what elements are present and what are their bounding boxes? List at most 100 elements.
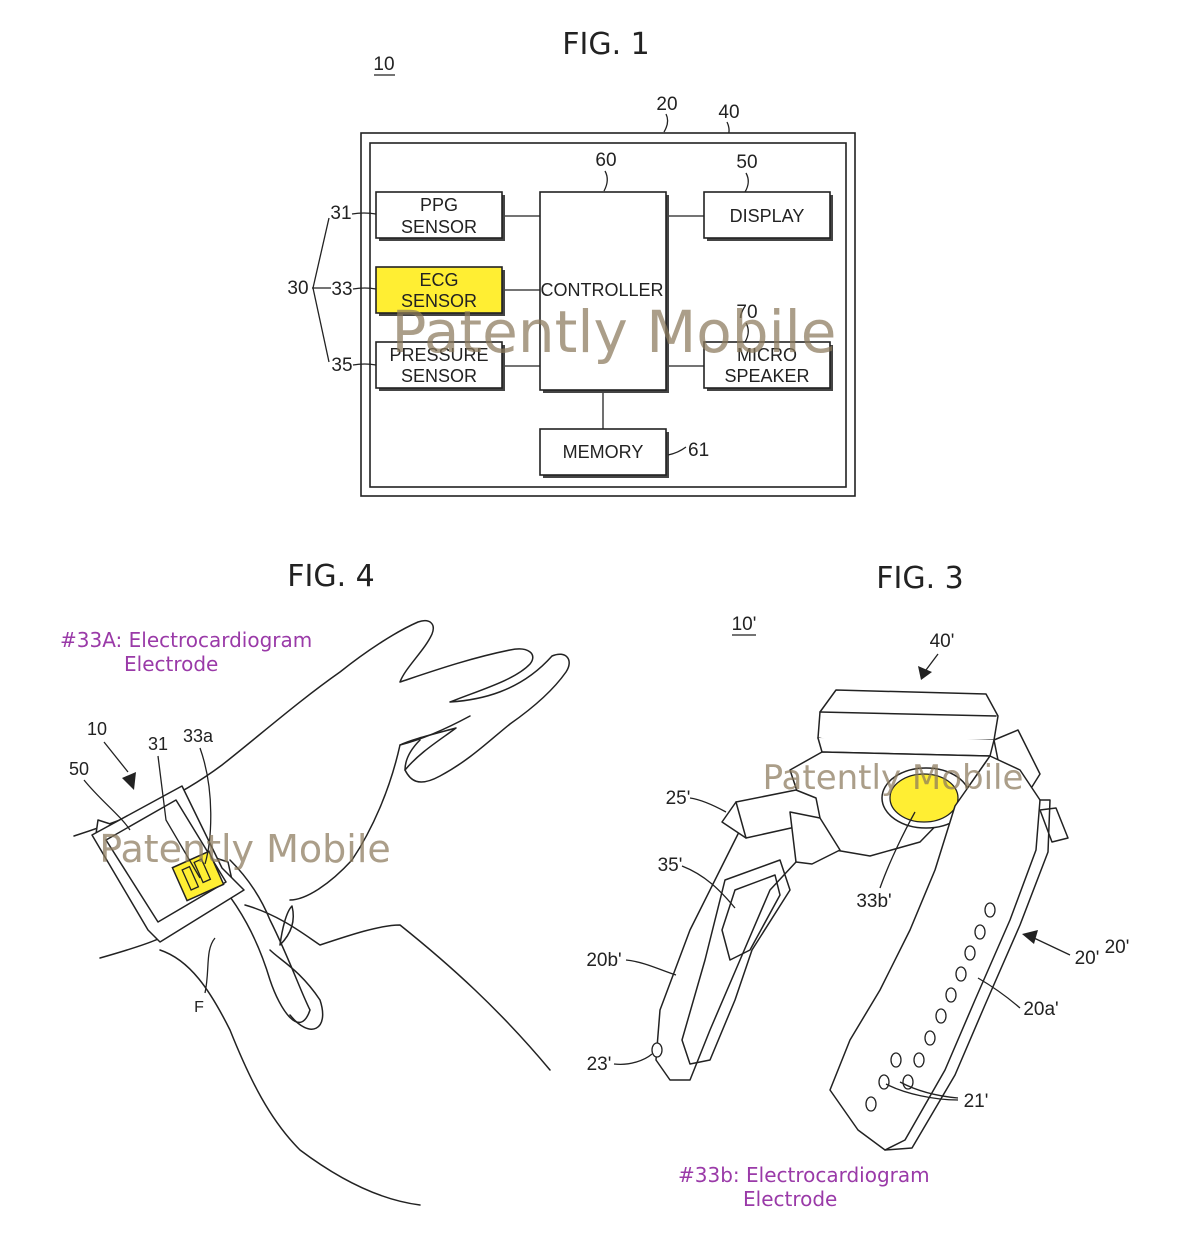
- housing-clip-lower: [1039, 807, 1069, 843]
- ref-leader: [603, 170, 608, 192]
- fig1-ref-display: 50: [736, 152, 757, 173]
- fig3-ref-hook: 25': [666, 788, 691, 809]
- fig3-ref-pin: 23': [587, 1054, 612, 1075]
- ref-leader: [204, 937, 216, 994]
- strap-hole: [984, 902, 996, 918]
- fig4-ref-electrode: 33a: [183, 726, 214, 746]
- hook-inner: [735, 801, 747, 839]
- fig1-block-diagram: FIG. 1 10 20 40 PPG SENSOR ECG SENSOR PR…: [287, 27, 856, 497]
- controller-block: [539, 191, 667, 391]
- strap-hole: [913, 1052, 925, 1068]
- watermark: Patently Mobile: [392, 298, 837, 366]
- ppg-sensor-block: [375, 191, 503, 239]
- strap-hole: [865, 1096, 877, 1112]
- lower-arm-outline: [159, 949, 421, 1206]
- fig4-ref-ppg: 31: [148, 734, 168, 754]
- strap-hole: [974, 924, 986, 940]
- fig4-note-line2: Electrode: [124, 652, 218, 676]
- index-finger: [269, 949, 324, 1030]
- lower-hand-outline: [244, 904, 551, 1071]
- fig4-ref-finger: F: [194, 999, 204, 1016]
- controller-label: CONTROLLER: [540, 280, 663, 300]
- finger-touching: [209, 859, 311, 1024]
- ref-leader: [879, 811, 916, 889]
- ref-leader: [351, 212, 377, 215]
- fig3-note-line2: Electrode: [743, 1187, 837, 1211]
- ref-arrow: [103, 741, 129, 773]
- strap-hole: [878, 1074, 890, 1090]
- fig4-ref-device: 10: [87, 719, 107, 739]
- ref-leader: [352, 363, 377, 366]
- ref-leader: [625, 959, 677, 976]
- pressure-label-line1: PRESSURE: [389, 345, 488, 365]
- ecg-electrode-pad: [171, 850, 225, 902]
- display-label: DISPLAY: [730, 206, 805, 226]
- fig3-ref-device: 10': [732, 614, 757, 635]
- pressure-sensor-block: [375, 341, 503, 389]
- speaker-block: [703, 341, 831, 389]
- fig1-title: FIG. 1: [562, 27, 650, 62]
- ppg-label-line2: SENSOR: [401, 217, 477, 237]
- speaker-label-line2: SPEAKER: [724, 366, 809, 386]
- speaker-label-line1: MICRO: [737, 345, 797, 365]
- left-strap-groove: [681, 859, 791, 1065]
- fig1-ref-body: 20: [656, 94, 677, 115]
- fig1-ref-sensors: 30: [287, 278, 308, 299]
- watermark: Patently Mobile: [763, 758, 1024, 798]
- ref-leader: [681, 865, 736, 909]
- ecg-sensor-block: [375, 266, 503, 314]
- ref-leader: [899, 1081, 959, 1099]
- ref-leader: [667, 446, 687, 456]
- ref-leader: [663, 113, 669, 133]
- electrode-contact: [193, 858, 212, 884]
- fig1-ref-device: 10: [373, 54, 394, 75]
- fig1-ref-speaker: 70: [736, 302, 757, 323]
- ref-leader: [312, 217, 330, 289]
- strap-hole: [924, 1030, 936, 1046]
- fig4-wrist-view: FIG. 4 #33A: Electrocardiogram Electrode…: [60, 559, 570, 1206]
- left-strap-recess: [721, 874, 781, 961]
- fig3-ref-holes: 21': [964, 1091, 989, 1112]
- arrow-head: [1022, 930, 1038, 944]
- housing-edge: [819, 711, 997, 717]
- strap-pin: [651, 1042, 663, 1058]
- ref-leader: [977, 977, 1021, 1009]
- strap-joint: [789, 811, 841, 865]
- ecg-electrode-33b: [889, 773, 959, 823]
- strap-holes: [865, 902, 996, 1112]
- fig3-ref-housing: 40': [930, 631, 955, 652]
- fig1-ref-pressure: 35: [331, 355, 352, 376]
- hand-outline: [73, 620, 570, 901]
- fig3-band-view: FIG. 3 10' 40': [586, 561, 1129, 1211]
- fig1-ref-ppg: 31: [330, 203, 351, 224]
- electrode-contact: [181, 865, 200, 891]
- fig3-ref-electrode: 33b': [856, 891, 891, 912]
- fig4-note-line1: #33A: Electrocardiogram: [60, 628, 312, 652]
- arrow-head: [918, 666, 932, 680]
- strap-hole: [890, 1052, 902, 1068]
- fig3-ref-strap-alt: 20': [1105, 937, 1130, 958]
- memory-label: MEMORY: [563, 442, 644, 462]
- pressure-label-line2: SENSOR: [401, 366, 477, 386]
- fig3-note-line1: #33b: Electrocardiogram: [678, 1163, 930, 1187]
- strap-hole: [955, 966, 967, 982]
- thumb-outline: [279, 905, 294, 946]
- right-strap: [829, 755, 1041, 1151]
- strap-hole: [945, 987, 957, 1003]
- ref-leader: [613, 1053, 653, 1066]
- ref-arrow: [1033, 937, 1071, 956]
- strap-hole: [902, 1074, 914, 1090]
- fig1-ref-memory: 61: [688, 440, 709, 461]
- ref-leader: [352, 287, 377, 290]
- fig4-ref-display: 50: [69, 759, 89, 779]
- ecg-label-line1: ECG: [419, 270, 458, 290]
- fig1-ref-housing: 40: [718, 102, 739, 123]
- left-strap: [655, 811, 811, 1081]
- fig3-ref-strap-b: 20b': [586, 950, 621, 971]
- fig3-ref-strap-a: 20a': [1023, 999, 1058, 1020]
- ref-leader: [744, 172, 749, 193]
- ecg-label-line2: SENSOR: [401, 291, 477, 311]
- finger-line: [399, 715, 471, 746]
- fig1-ref-controller: 60: [595, 150, 616, 171]
